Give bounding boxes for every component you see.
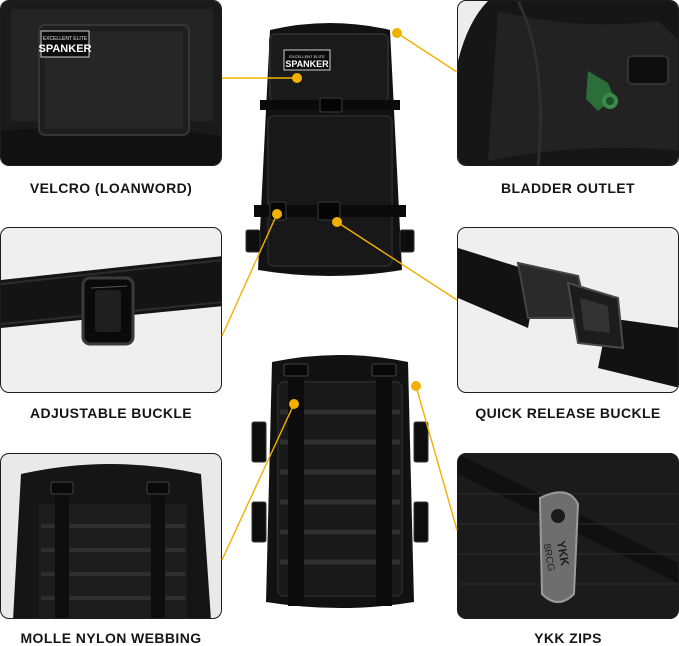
center-logo-brand: SPANKER <box>285 59 329 69</box>
ykk-zips-photo: YKK 8RCG <box>457 453 679 619</box>
logo-brand: SPANKER <box>39 43 92 55</box>
center-logo-tagline: EXCELLENT ELITE <box>289 54 325 59</box>
zip-text-2: 8RCG <box>541 543 557 572</box>
caption-ykk-zips: YKK ZIPS <box>534 630 602 646</box>
molle-webbing-photo <box>0 453 222 619</box>
caption-molle-webbing: MOLLE NYLON WEBBING <box>20 630 202 646</box>
backpack-front-photo: EXCELLENT ELITE SPANKER <box>240 20 420 282</box>
caption-bladder-outlet: BLADDER OUTLET <box>501 180 635 196</box>
quick-release-buckle-photo <box>457 227 679 393</box>
bladder-outlet-photo <box>457 0 679 166</box>
backpack-back-photo <box>248 352 432 614</box>
caption-quick-release-buckle: QUICK RELEASE BUCKLE <box>475 405 661 421</box>
velcro-photo: EXCELLENT ELITE SPANKER <box>0 0 222 166</box>
zip-text-1: YKK <box>554 540 572 568</box>
caption-velcro: VELCRO (LOANWORD) <box>29 180 193 196</box>
adjustable-buckle-photo <box>0 227 222 393</box>
caption-adjustable-buckle: ADJUSTABLE BUCKLE <box>29 405 193 421</box>
logo-tagline: EXCELLENT ELITE <box>43 36 88 42</box>
